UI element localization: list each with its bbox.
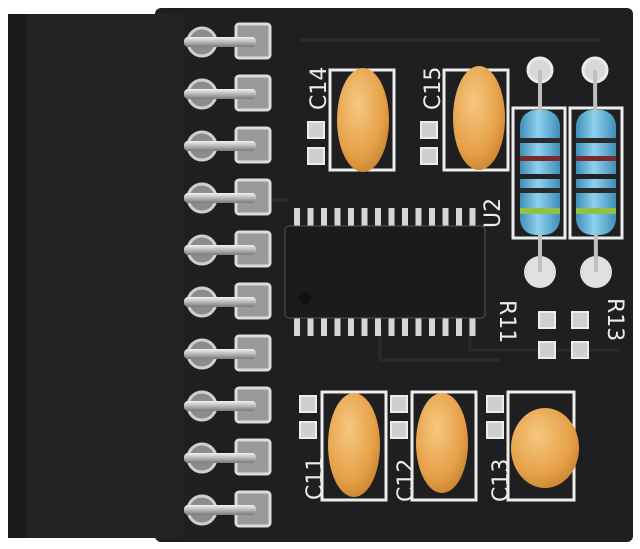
header-pin (184, 245, 256, 255)
chip-pin (442, 208, 449, 230)
chip-pin (307, 208, 314, 230)
label-r13: R13 (602, 298, 627, 341)
c13-pad (486, 395, 504, 413)
r11-pad (538, 341, 556, 359)
header-pin (184, 89, 256, 99)
c14-pad (307, 147, 325, 165)
header-pin (184, 401, 256, 411)
chip-pin (361, 314, 368, 336)
capacitor-c11 (328, 393, 380, 497)
chip-pin (334, 314, 341, 336)
label-c15: C15 (421, 67, 446, 110)
label-u2: U2 (481, 198, 506, 228)
capacitor-c14 (337, 68, 389, 172)
chip-pin (429, 208, 435, 230)
r13-pad (571, 341, 589, 359)
chip-pin (402, 208, 408, 230)
chip-pin (361, 208, 368, 230)
chip-pin (456, 208, 462, 230)
chip-pin (294, 314, 300, 336)
chip-pin (375, 208, 381, 230)
chip-pin (429, 314, 435, 336)
c12-pad (390, 421, 408, 439)
c11-pad (299, 395, 317, 413)
resistor-r11 (520, 110, 560, 235)
c14-pad (307, 121, 325, 139)
chip-pin (375, 314, 381, 336)
c15-pad (420, 121, 438, 139)
c12-outline (410, 390, 478, 502)
c11-pad (299, 421, 317, 439)
label-c14: C14 (307, 67, 332, 110)
header-pin (184, 297, 256, 307)
chip-pin1-dot (299, 292, 311, 304)
resistor-r13 (576, 110, 616, 235)
header-pin (184, 453, 256, 463)
chip-u2-pins (294, 208, 476, 336)
header-pin (184, 505, 256, 515)
chip-pin (415, 208, 422, 230)
c11-outline (320, 390, 388, 502)
capacitor-c15 (453, 66, 505, 170)
chip-pin (307, 314, 314, 336)
chip-pin (469, 314, 476, 336)
c15-pad (420, 147, 438, 165)
label-r11: R11 (494, 300, 519, 343)
header-pin (184, 141, 256, 151)
pin-header-shade (8, 14, 26, 538)
c13-pad (486, 421, 504, 439)
chip-pin (402, 314, 408, 336)
capacitor-c13 (511, 408, 579, 488)
chip-pin (442, 314, 449, 336)
header-pin (184, 37, 256, 47)
pin-header-block (8, 14, 184, 538)
label-c12: C12 (394, 459, 419, 502)
header-pins (184, 22, 272, 528)
chip-pin (388, 208, 395, 230)
chip-pin (469, 208, 476, 230)
capacitor-c12 (416, 393, 468, 493)
chip-pin (294, 208, 300, 230)
c12-pad (390, 395, 408, 413)
chip-pin (456, 314, 462, 336)
chip-pin (321, 314, 327, 336)
chip-pin (348, 314, 354, 336)
chip-pin (334, 208, 341, 230)
header-pin (184, 349, 256, 359)
chip-pin (388, 314, 395, 336)
header-pin (184, 193, 256, 203)
chip-pin (348, 208, 354, 230)
r11-pad (538, 311, 556, 329)
label-c11: C11 (303, 457, 328, 500)
chip-pin (415, 314, 422, 336)
chip-pin (321, 208, 327, 230)
label-c13: C13 (489, 459, 514, 502)
r13-pad (571, 311, 589, 329)
chip-u2 (284, 225, 486, 319)
